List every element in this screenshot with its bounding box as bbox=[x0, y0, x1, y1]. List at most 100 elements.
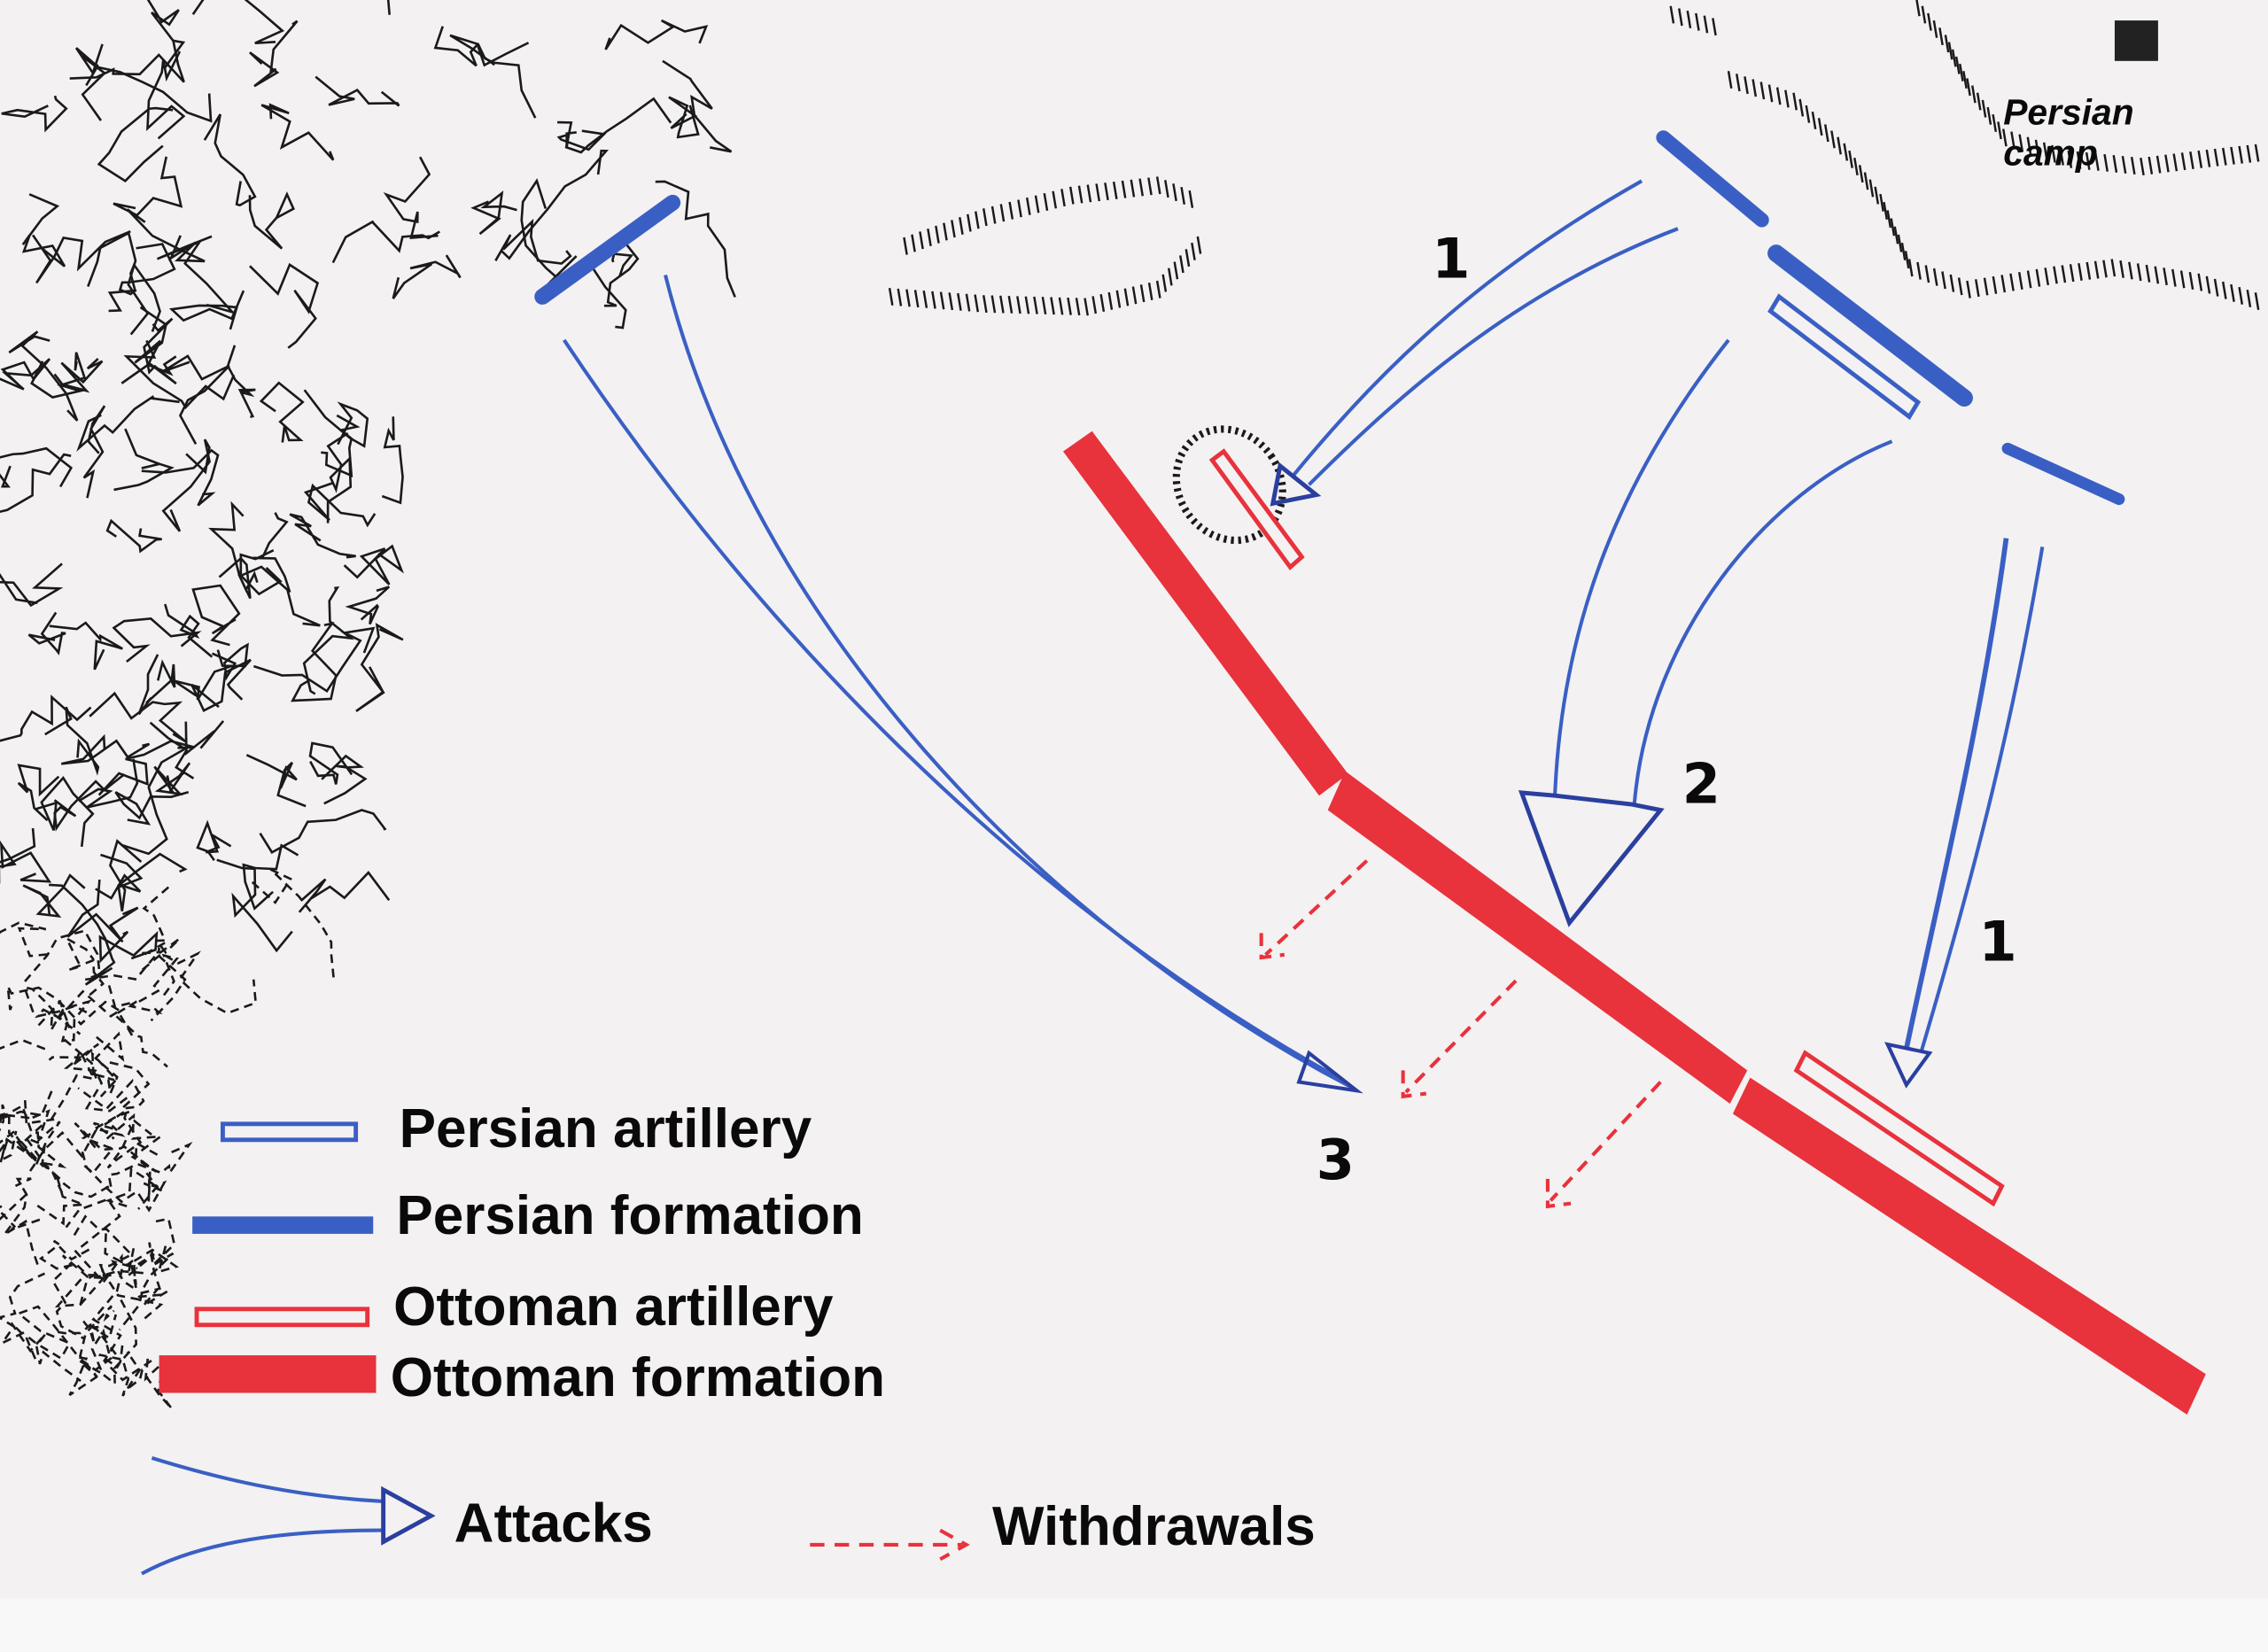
hatch-mark bbox=[2205, 149, 2211, 167]
hatch-mark bbox=[2213, 148, 2219, 167]
hatch-mark bbox=[1024, 296, 1030, 314]
attack-arrow-3-head bbox=[1296, 1050, 1363, 1094]
mountain-squiggle bbox=[97, 106, 174, 183]
mountain-squiggle bbox=[105, 1113, 165, 1173]
hatch-mark bbox=[2189, 151, 2194, 170]
mountain-squiggle bbox=[64, 935, 105, 997]
attack-arrow-1a-head bbox=[1270, 461, 1322, 507]
hatch-mark bbox=[1091, 296, 1098, 314]
mountain-squiggle bbox=[191, 584, 241, 647]
mountain-squiggle bbox=[392, 254, 462, 299]
mountain-squiggle bbox=[381, 416, 404, 505]
mountain-squiggle bbox=[501, 149, 610, 260]
hatch-mark bbox=[939, 291, 945, 310]
ridge-hatching bbox=[888, 0, 2260, 316]
mountain-squiggle bbox=[114, 791, 190, 826]
hatch-mark bbox=[2148, 156, 2154, 175]
hatch-mark bbox=[2140, 158, 2145, 176]
hatch-mark bbox=[1077, 185, 1084, 204]
mountain-squiggle bbox=[557, 97, 672, 154]
legend-attacks-label: Attacks bbox=[454, 1493, 653, 1555]
mountain-squiggle bbox=[0, 1104, 30, 1144]
mountain-squiggle bbox=[433, 26, 530, 67]
hatch-mark bbox=[2221, 147, 2227, 166]
hatch-mark bbox=[2163, 268, 2168, 286]
mountain-squiggle bbox=[73, 1043, 119, 1097]
hatch-mark bbox=[1817, 118, 1823, 136]
hatch-mark bbox=[2188, 271, 2194, 290]
legend-attack-line-a bbox=[151, 1456, 384, 1503]
mountain-squiggle bbox=[291, 621, 338, 702]
mountain-squiggle bbox=[289, 513, 356, 559]
mountain-squiggle bbox=[49, 621, 123, 671]
mountain-squiggle bbox=[0, 840, 52, 884]
hatch-mark bbox=[2076, 151, 2082, 169]
attack-arrow-2-line-b bbox=[1632, 439, 1893, 803]
attack-number-1-right: 1 bbox=[1978, 909, 2016, 973]
hatch-mark bbox=[1068, 186, 1075, 205]
attack-arrow-3-line-a bbox=[563, 338, 1340, 1080]
hatch-mark bbox=[2119, 260, 2124, 278]
legend-persian-formation-label: Persian formation bbox=[396, 1185, 863, 1246]
mountain-squiggle bbox=[252, 512, 291, 593]
hatch-mark bbox=[967, 213, 972, 232]
mountain-squiggle bbox=[140, 942, 187, 1022]
ottoman-formation-center bbox=[1327, 771, 1748, 1104]
mountain-squiggle bbox=[53, 773, 126, 832]
hatch-mark bbox=[2069, 264, 2075, 283]
hatch-mark bbox=[2103, 153, 2109, 172]
hatch-mark bbox=[957, 292, 962, 311]
hatch-mark bbox=[2246, 289, 2252, 307]
legend-ottoman-artillery-swatch bbox=[194, 1307, 370, 1328]
hatch-mark bbox=[2026, 270, 2032, 289]
mountain-squiggle bbox=[190, 658, 252, 712]
mountain-squiggle bbox=[120, 317, 177, 385]
mountain-squiggle bbox=[216, 858, 293, 953]
persian-camp-marker: Persian camp bbox=[2003, 20, 2158, 173]
hatch-mark bbox=[1897, 234, 1903, 252]
hatch-mark bbox=[1107, 291, 1114, 310]
hatch-mark bbox=[1052, 190, 1058, 209]
mountain-squiggle bbox=[3, 1177, 39, 1265]
mountain-squiggle bbox=[107, 262, 161, 332]
mountain-squiggle bbox=[556, 129, 607, 151]
hatch-mark bbox=[1130, 179, 1136, 198]
hatch-mark bbox=[1155, 280, 1161, 299]
mountain-squiggle bbox=[113, 156, 183, 217]
mountain-squiggle bbox=[38, 1239, 112, 1277]
hatch-mark bbox=[931, 291, 936, 309]
hatch-mark bbox=[1858, 165, 1864, 183]
hatch-mark bbox=[1916, 261, 1922, 280]
attack-number-2: 2 bbox=[1682, 751, 1720, 816]
hatch-mark bbox=[2205, 275, 2211, 294]
hatch-mark bbox=[913, 290, 920, 308]
hatch-mark bbox=[1180, 186, 1186, 205]
mountain-squiggle bbox=[89, 691, 187, 743]
mountain-squiggle bbox=[449, 34, 537, 119]
legend-ottoman-formation-label: Ottoman formation bbox=[391, 1347, 885, 1408]
hatch-mark bbox=[2254, 292, 2260, 311]
hatch-mark bbox=[935, 225, 940, 244]
mountain-squiggle bbox=[252, 626, 376, 693]
hatch-mark bbox=[1034, 195, 1040, 213]
hatch-mark bbox=[1008, 201, 1014, 220]
mountain-squiggle bbox=[97, 740, 195, 796]
hatch-mark bbox=[951, 220, 956, 238]
mountain-squiggle bbox=[245, 754, 307, 808]
hatch-mark bbox=[1784, 89, 1790, 108]
hatch-mark bbox=[1992, 114, 1998, 133]
hatch-mark bbox=[974, 294, 980, 313]
mountain-squiggle bbox=[27, 611, 66, 655]
hatch-mark bbox=[1941, 271, 1946, 290]
mountain-squiggle bbox=[10, 1322, 82, 1383]
hatch-mark bbox=[1900, 242, 1907, 260]
hatch-mark bbox=[1172, 183, 1177, 202]
persian-formations bbox=[534, 130, 2125, 506]
hatch-mark bbox=[1123, 288, 1130, 306]
hatch-mark bbox=[1147, 282, 1153, 300]
hatch-mark bbox=[2213, 278, 2219, 297]
hatch-mark bbox=[1075, 298, 1081, 316]
mountain-squiggle bbox=[355, 623, 404, 712]
mountain-squiggle bbox=[226, 345, 256, 419]
